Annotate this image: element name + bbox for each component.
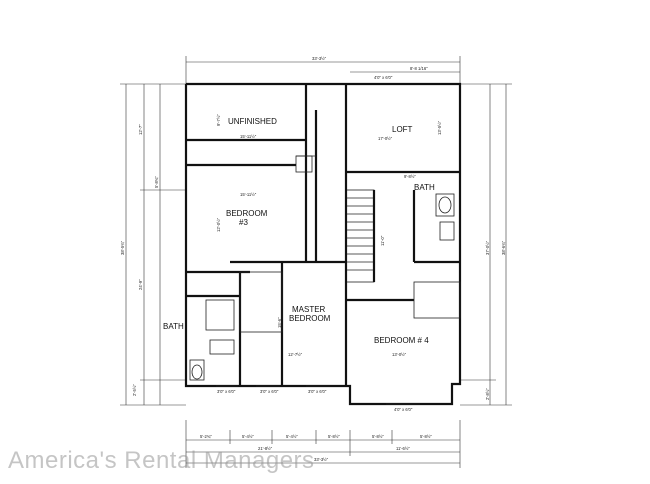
dim-loft-h: 13'-5½" [437,120,442,135]
dim-b2: 5'-4½" [242,434,254,439]
dim-bottom-window4: 4'0" x 6'0" [394,407,413,412]
dim-right-outer: 38'-6¾" [501,240,506,255]
label-loft: LOFT [392,125,413,134]
dim-b3: 5'-4½" [286,434,298,439]
dim-bed4-w: 13'-0½" [392,352,407,357]
dim-master-h: 15'-6" [277,317,282,328]
dim-top-right: 8'-8 1/16" [410,66,428,71]
dim-master-w: 12'-7½" [288,352,303,357]
label-unfinished: UNFINISHED [228,117,277,126]
dim-bottom-overall: 33'-3½" [314,457,329,462]
dim-b4: 5'-8½" [328,434,340,439]
watermark: America's Rental Managers [8,447,315,474]
label-bedroom4: BEDROOM # 4 [374,336,429,345]
dim-left-bottom: 2'-5½" [132,384,137,396]
label-master-line1: MASTER [292,305,326,314]
dim-left-inner2: 24'-9" [138,279,143,290]
label-bedroom3-line2: #3 [239,218,248,227]
stair-treads [346,197,374,271]
dim-right-bottom: 2'-8½" [485,388,490,400]
dim-unfin-h: 9'-7½" [216,114,221,126]
dim-right-inner: 37'-0½" [485,240,490,255]
label-bath-left: BATH [163,322,184,331]
dim-left-mid: 5'-8¾" [154,176,159,188]
interior-walls [186,84,461,405]
dim-bottom-window1: 3'0" x 6'0" [217,389,236,394]
dim-bed3-w: 15'-11½" [240,192,257,197]
top-dimensions: 33'-3½" 8'-8 1/16" 4'0" x 6'0" [185,56,461,84]
left-dimensions: 38'-5¾" 12'-7" 24'-9" 5'-8¾" 2'-5½" [120,83,186,406]
dim-left-outer: 38'-5¾" [120,240,125,255]
dim-bottom-total2: 11'-6½" [396,446,410,451]
label-master-line2: BEDROOM [289,314,331,323]
dim-b5: 5'-8½" [372,434,384,439]
dim-b6: 5'-8½" [420,434,432,439]
dim-b1: 5'-2¾" [200,434,212,439]
right-dimensions: 38'-6¾" 37'-0½" 2'-8½" [460,83,512,406]
room-labels: UNFINISHED LOFT BATH BEDROOM #3 MASTER B… [163,117,435,345]
dim-stair: 11'-0" [380,235,385,246]
exterior-walls [184,82,462,406]
dim-left-inner1: 12'-7" [138,124,143,135]
dim-top-overall: 33'-3½" [312,56,327,61]
label-bedroom3-line1: BEDROOM [226,209,268,218]
bottom-dimensions: 3'0" x 6'0" 3'0" x 6'0" 3'0" x 6'0" 4'0"… [185,389,461,468]
dim-bottom-window2: 3'0" x 6'0" [260,389,279,394]
dim-bath-w: 9'-8½" [404,174,416,179]
label-bath-upper: BATH [414,183,435,192]
dim-bottom-window3: 3'0" x 6'0" [308,389,327,394]
dim-loft-w: 17'-0½" [378,136,393,141]
dim-unfin-w: 15'-11½" [240,134,257,139]
dim-bottom-total1: 21'-8½" [258,446,273,451]
interior-dimensions: 15'-11½" 9'-7½" 17'-0½" 13'-5½" 15'-11½"… [216,114,442,357]
dim-bed3-h: 12'-0½" [216,217,221,232]
dim-top-window: 4'0" x 6'0" [374,75,393,80]
